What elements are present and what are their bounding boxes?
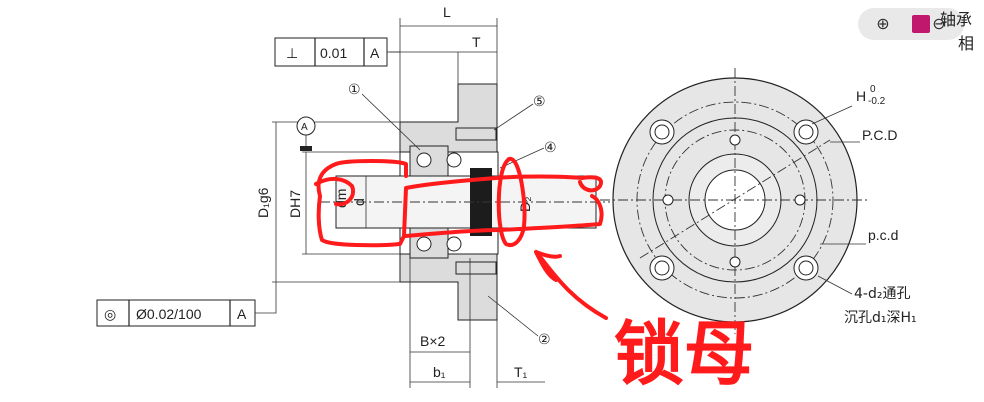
dim-b1: b₁ [433,364,446,380]
hole-note-2: 沉孔d₁深H₁ [844,310,917,326]
label-pcd: p.c.d [868,227,898,243]
svg-text:A: A [301,122,308,133]
svg-text:A: A [370,45,380,61]
fcf-perpendicular: ⊥ 0.01 A [274,37,400,67]
svg-text:-0.2: -0.2 [868,96,886,107]
label-PCD: P.C.D [862,127,898,143]
dim-D1: D₁g6 [255,187,271,218]
dimension-lines: L T B×2 b₁ T₁ D₁g6 DH7 dm d D₂ [255,4,545,388]
fcf-concentricity: ◎ Ø0.02/100 A [96,282,277,327]
svg-text:Ø0.02/100: Ø0.02/100 [136,306,202,322]
color-swatch[interactable] [912,15,930,33]
zoom-out-icon[interactable]: ⊖ [932,16,946,33]
balloons: ① ② ④ ⑤ [348,81,557,347]
svg-text:A: A [237,306,247,322]
front-view-labels: H 0 -0.2 P.C.D p.c.d 4-d₂通孔 沉孔d₁深H₁ [811,84,917,326]
red-markup [314,156,608,320]
label-H: H [856,88,866,104]
hole-note-1: 4-d₂通孔 [854,286,910,302]
perpendicularity-symbol: ⊥ [286,45,298,61]
balloon-5: ⑤ [533,93,546,109]
dim-d: d [351,198,367,206]
svg-text:0: 0 [870,84,876,95]
dim-Bx2: B×2 [420,333,446,349]
dim-L: L [443,4,451,20]
balloon-1: ① [348,81,361,97]
zoom-in-icon[interactable]: ⊕ [876,16,890,33]
balloon-2: ② [538,331,551,347]
background-page-text: 轴承 相 [940,10,975,53]
dim-T1: T₁ [514,364,528,380]
dim-T: T [472,34,481,50]
image-viewer-toolbar: ⊕ ⊖ [858,8,964,40]
dim-DH7: DH7 [287,190,303,218]
concentricity-symbol: ◎ [104,306,116,322]
handwritten-note: 锁母 [614,313,754,395]
front-view [600,68,870,334]
datum-bubble: A [296,116,316,151]
balloon-4: ④ [544,139,557,155]
svg-text:0.01: 0.01 [320,45,347,61]
